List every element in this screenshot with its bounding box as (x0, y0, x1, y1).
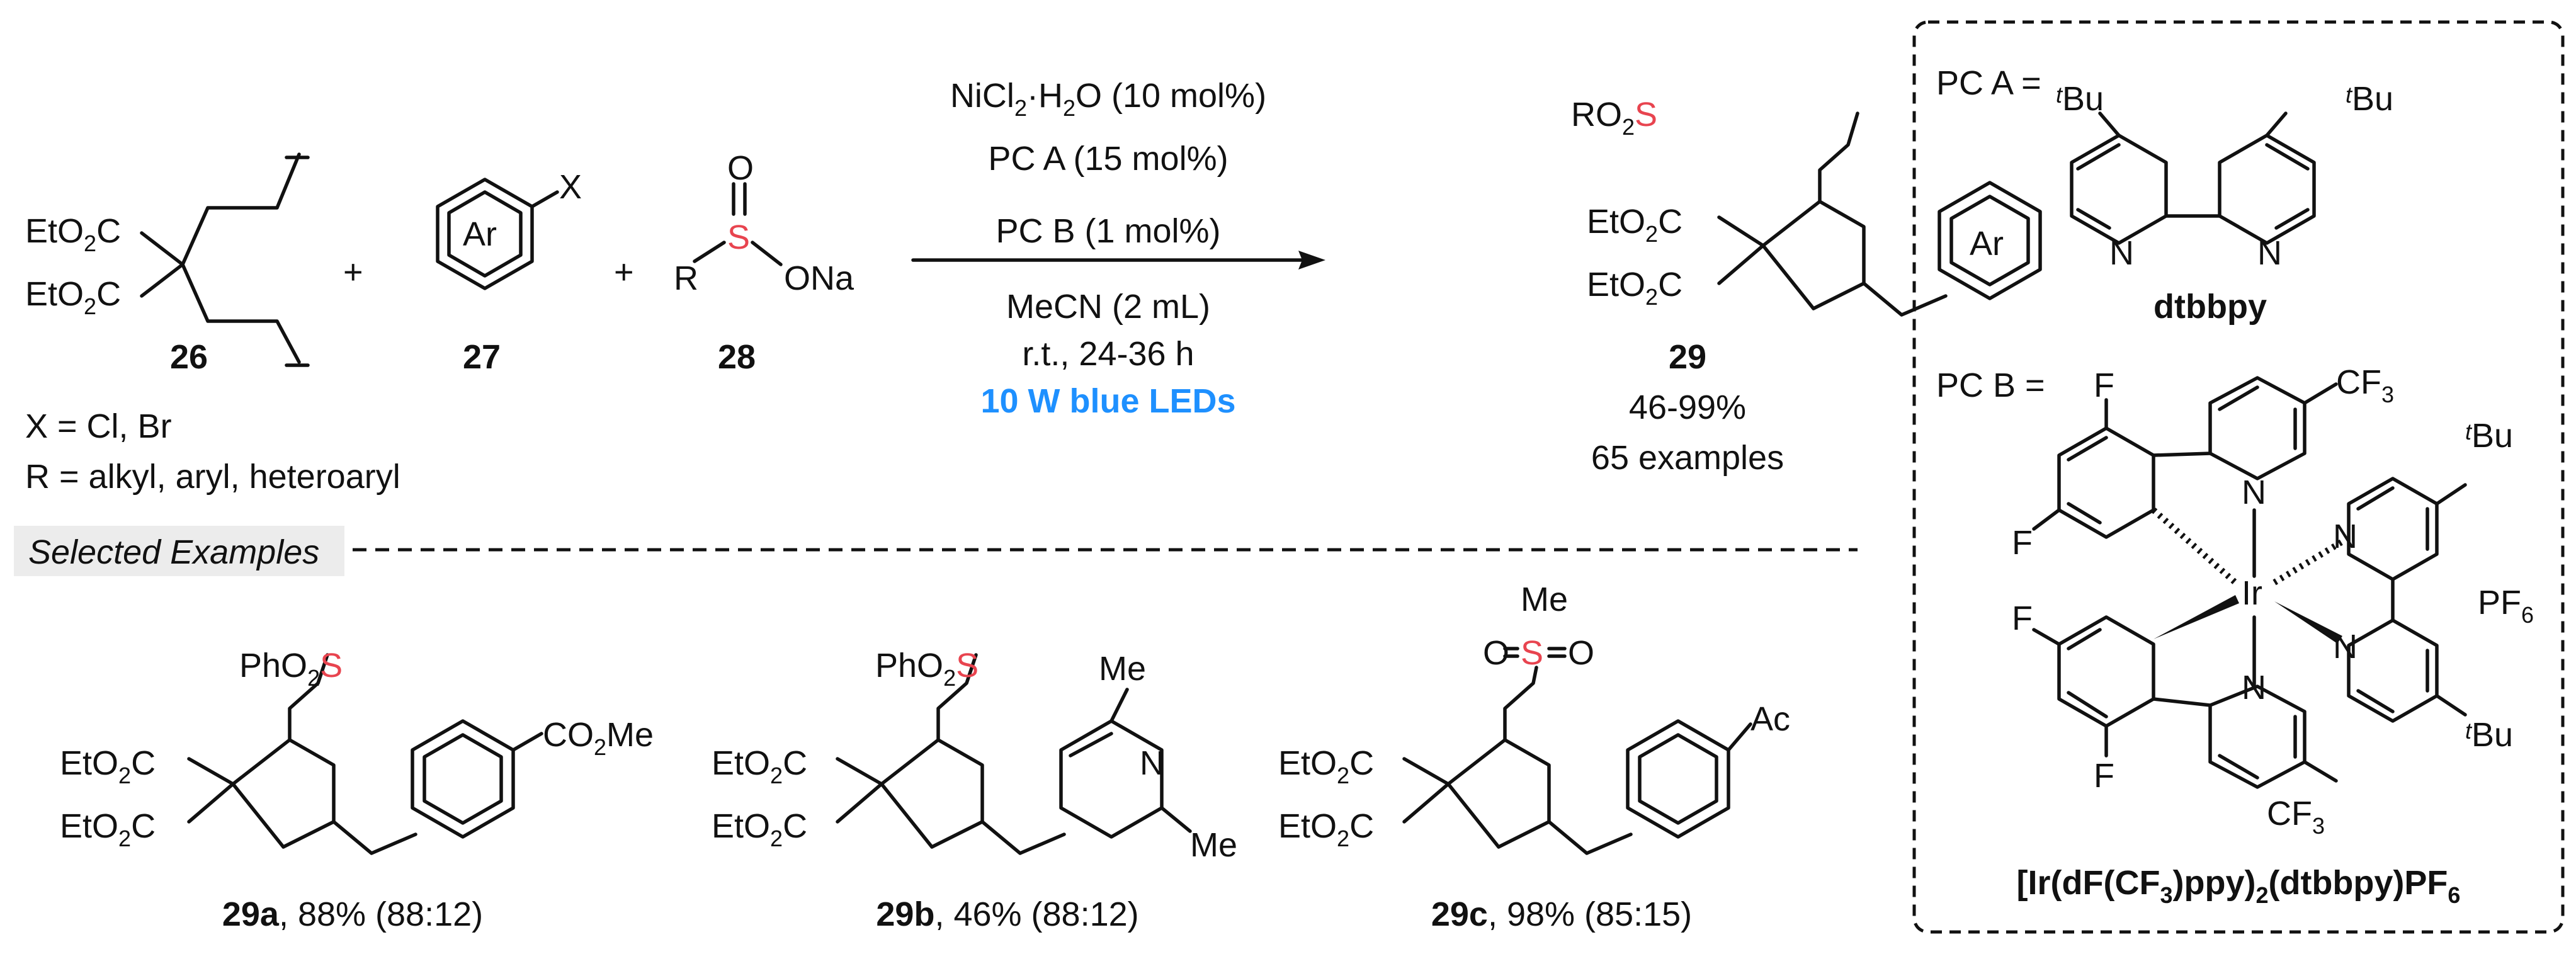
condition-pca: PC A (15 mol%) (988, 140, 1228, 178)
ar-ring-label: Ar (463, 215, 497, 253)
nitrogen-atom: N (2333, 628, 2358, 666)
tbu-label: tBu (2346, 80, 2393, 118)
ona-label: ONa (784, 259, 854, 297)
r-definition: R = alkyl, aryl, heteroaryl (25, 458, 400, 496)
nitrogen-atom: N (2109, 234, 2134, 272)
caption-29c: 29c, 98% (85:15) (1431, 895, 1692, 933)
condition-pcb: PC B (1 mol%) (996, 212, 1220, 250)
catalyst-box (1912, 20, 2565, 934)
conditions: NiCl2·H2O (10 mol%) PC A (15 mol%) PC B … (950, 77, 1266, 420)
ester-label: EtO2C (1278, 807, 1374, 851)
condition-light: 10 W blue LEDs (980, 382, 1235, 420)
counterion-label: PF6 (2478, 584, 2534, 628)
pca-structure: PC A = tBu tBu N N dtbbpy (1936, 64, 2393, 326)
ester-label: EtO2C (25, 275, 121, 319)
ester-label: EtO2C (712, 807, 807, 851)
fluoro-label: F (2094, 366, 2114, 404)
example-29a: PhO2S CO2Me EtO2C EtO2C 29a, 88% (88:12) (60, 647, 654, 933)
caption-29b: 29b, 46% (88:12) (876, 895, 1138, 933)
selected-examples-banner (14, 526, 344, 576)
pcb-structure: PC B = F F CF3 N Ir tBu N (1936, 363, 2534, 908)
reagent-27: Ar X 27 (436, 168, 582, 376)
tbu-label: tBu (2056, 80, 2104, 118)
compound-number-27: 27 (463, 338, 501, 376)
oxygen-atom: O (1483, 634, 1509, 672)
condition-time: r.t., 24-36 h (1022, 335, 1194, 373)
oxygen-atom: O (727, 149, 754, 187)
sulfonyl-label: PhO2S (239, 647, 343, 691)
selected-examples-header: Selected Examples (28, 533, 319, 571)
nitrogen-atom: N (1140, 744, 1164, 782)
sulfonyl-label: PhO2S (875, 647, 979, 691)
iridium-atom: Ir (2242, 574, 2262, 612)
pca-prefix: PC A = (1936, 64, 2041, 102)
cf3-label: CF3 (2336, 363, 2394, 407)
cf3-label: CF3 (2267, 795, 2325, 839)
condition-solvent: MeCN (2 mL) (1006, 288, 1210, 326)
fluoro-label: F (2094, 757, 2114, 795)
compound-number-26: 26 (170, 338, 208, 376)
tbu-label: tBu (2465, 716, 2513, 754)
methyl-label: Me (1190, 826, 1237, 864)
plus-sign: + (343, 253, 363, 291)
example-count: 65 examples (1591, 439, 1784, 477)
caption-29a: 29a, 88% (88:12) (222, 895, 483, 933)
yield-range: 46-99% (1629, 389, 1746, 426)
ester-label: EtO2C (1278, 744, 1374, 788)
fluoro-label: F (2012, 524, 2033, 562)
sulfonyl-label: RO2S (1571, 96, 1657, 140)
ester-label: EtO2C (60, 807, 156, 851)
nitrogen-atom: N (2333, 518, 2358, 555)
ester-label: EtO2C (1587, 266, 1682, 310)
x-definition: X = Cl, Br (25, 407, 172, 445)
acetyl-label: Ac (1750, 700, 1790, 738)
ar-ring-label: Ar (1970, 225, 2004, 263)
ester-substituent: CO2Me (543, 716, 654, 760)
ester-label: EtO2C (25, 212, 121, 256)
nitrogen-atom: N (2242, 474, 2266, 511)
condition-catalyst: NiCl2·H2O (10 mol%) (950, 77, 1266, 121)
sulfur-atom: S (1521, 634, 1543, 672)
reaction-arrow (911, 251, 1325, 270)
nitrogen-atom: N (2242, 669, 2266, 707)
pca-name: dtbbpy (2153, 288, 2267, 326)
example-29b: PhO2S Me N Me EtO2C EtO2C 29b, 46% (88:1… (712, 647, 1237, 933)
fluoro-label: F (2012, 599, 2033, 637)
oxygen-atom: O (1568, 634, 1594, 672)
compound-number-29: 29 (1669, 338, 1706, 376)
methyl-label: Me (1521, 581, 1568, 618)
ester-label: EtO2C (1587, 203, 1682, 247)
product-29: RO2S Ar EtO2C EtO2C 29 46-99% 65 example… (1571, 96, 2042, 477)
reagent-28: R S O ONa 28 (674, 149, 854, 376)
sulfur-atom: S (727, 219, 750, 256)
reagent-26: EtO2C EtO2C 26 (25, 152, 310, 376)
ester-label: EtO2C (712, 744, 807, 788)
example-29c: S Me O O Ac EtO2C EtO2C 29c, 98% (85:15) (1278, 581, 1790, 933)
r-group-label: R (674, 259, 698, 297)
nitrogen-atom: N (2257, 234, 2282, 272)
plus-sign: + (614, 253, 634, 291)
compound-number-28: 28 (718, 338, 756, 376)
pcb-name: [Ir(dF(CF3)ppy)2(dtbbpy)PF6 (2017, 864, 2461, 908)
halide-label: X (559, 168, 582, 206)
methyl-label: Me (1099, 650, 1146, 688)
pcb-prefix: PC B = (1936, 366, 2045, 404)
ester-label: EtO2C (60, 744, 156, 788)
tbu-label: tBu (2465, 417, 2513, 455)
